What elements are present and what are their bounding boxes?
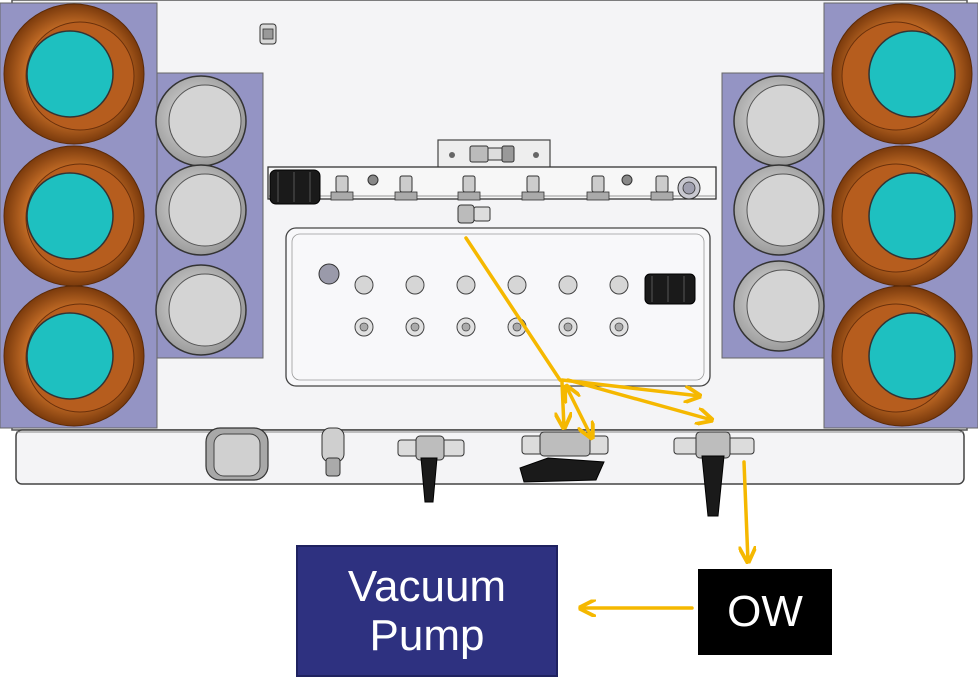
canister-right-3: [831, 285, 973, 427]
manifold-fitting-6: [650, 175, 674, 201]
valve-1: [397, 435, 465, 503]
front-gauge: [205, 427, 269, 481]
canister-left-3: [3, 285, 145, 427]
canister-left-1: [3, 3, 145, 145]
manifold-outlet-fitting: [457, 204, 491, 224]
ow-label: OW: [727, 587, 803, 636]
manifold-bracket: [437, 139, 551, 169]
vacuum-pump-box: Vacuum Pump: [296, 545, 558, 677]
vacuum-pump-label-line2: Pump: [369, 611, 485, 660]
manifold-fitting-3: [457, 175, 481, 201]
canister-right-1: [831, 3, 973, 145]
canister-right-2: [831, 145, 973, 287]
flow-arrows: [464, 236, 748, 608]
arrow-to-valve-3-bottom: [566, 378, 712, 420]
valve-3: [673, 431, 755, 517]
filter-can-right-1: [733, 75, 825, 167]
valve-2: [519, 431, 609, 483]
arrow-to-valve-3-top: [560, 378, 700, 396]
manifold-fitting-2: [394, 175, 418, 201]
arrow-to-valve-2-right: [566, 386, 592, 438]
arrow-manifold-to-valve: [464, 236, 562, 382]
top-fitting: [259, 23, 277, 45]
arrow-to-valve-2-left: [562, 380, 564, 428]
filter-can-left-3: [155, 264, 247, 356]
filter-can-right-3: [733, 260, 825, 352]
manifold-fitting-1: [330, 175, 354, 201]
filter-can-left-1: [155, 75, 247, 167]
filter-can-left-2: [155, 164, 247, 256]
filter-can-right-2: [733, 164, 825, 256]
manifold-fitting-4: [521, 175, 545, 201]
vacuum-plate: [285, 227, 711, 387]
manifold-fitting-5: [586, 175, 610, 201]
ow-box: OW: [698, 569, 832, 655]
canister-left-2: [3, 145, 145, 287]
front-inlet-port: [321, 427, 345, 477]
arrow-valve-3-to-ow: [744, 460, 748, 562]
plate-port-row1: [354, 275, 629, 295]
manifold-bar: [267, 166, 717, 205]
vacuum-pump-label-line1: Vacuum: [347, 561, 507, 611]
